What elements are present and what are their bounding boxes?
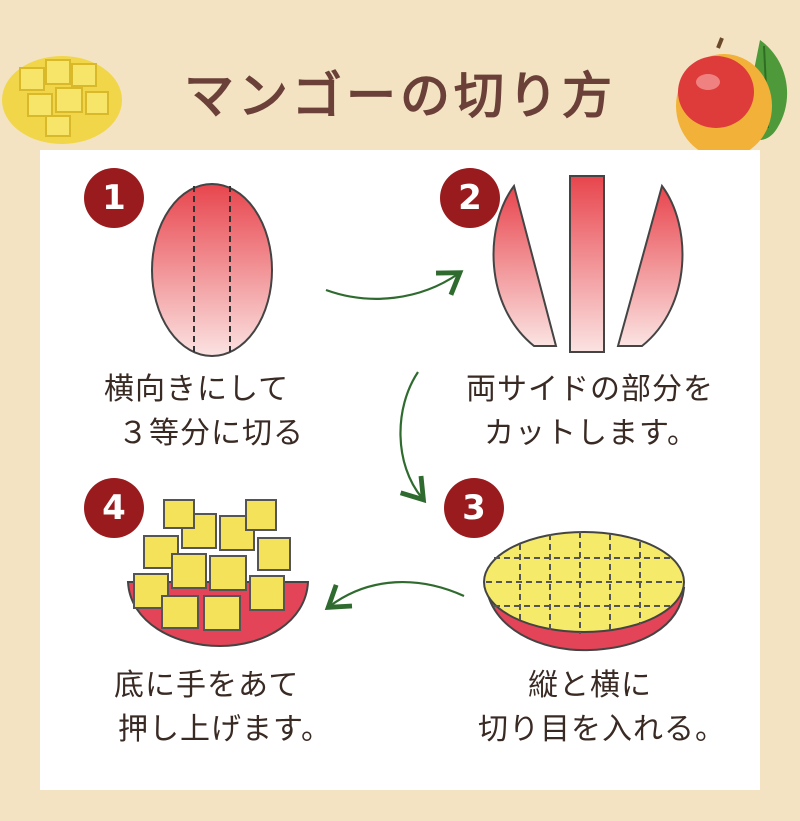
mango-cut-illustration xyxy=(492,175,684,353)
step-2-badge: 2 xyxy=(440,168,500,228)
step-2-caption-line2: カットします。 xyxy=(484,416,698,451)
step-1-caption-line2: ３等分に切る xyxy=(118,416,304,451)
step-3-caption-line2: 切り目を入れる。 xyxy=(478,712,726,747)
mango-icon xyxy=(676,37,788,158)
step-3-badge: 3 xyxy=(444,478,504,538)
arrow-step2-to-step3 xyxy=(399,371,427,504)
step-3-caption-line1: 縦と横に xyxy=(528,668,652,703)
step-1-badge: 1 xyxy=(84,168,144,228)
step-2-caption-line1: 両サイドの部分を xyxy=(466,372,714,407)
step-1-caption-line1: 横向きにして xyxy=(104,372,290,407)
mango-cubes-illustration xyxy=(126,499,310,648)
arrow-step1-to-step2 xyxy=(325,270,464,300)
page-title: マンゴーの切り方 xyxy=(184,67,616,125)
step-4-caption-line1: 底に手をあて xyxy=(114,668,300,703)
arrow-step3-to-step4 xyxy=(324,580,465,610)
step-4-caption-line2: 押し上げます。 xyxy=(118,712,332,747)
mango-whole-illustration xyxy=(151,183,273,357)
mango-cubes-icon xyxy=(2,56,122,144)
step-4-badge: 4 xyxy=(84,478,144,538)
mango-scored-illustration xyxy=(483,531,686,652)
